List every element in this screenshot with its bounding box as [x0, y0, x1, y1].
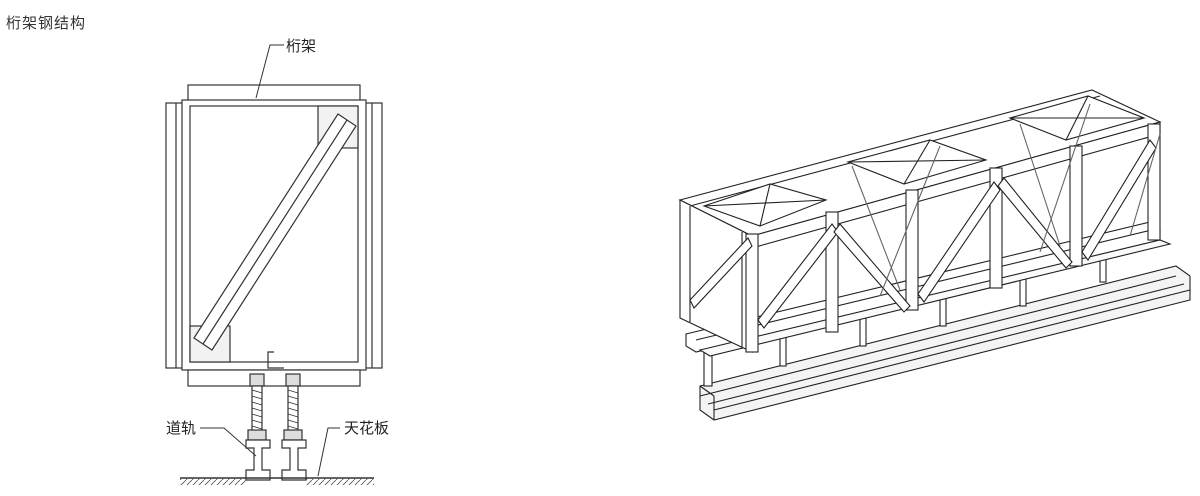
rail-profiles — [245, 439, 307, 481]
ceiling-hatch-right — [306, 478, 374, 485]
back-braces — [851, 103, 1161, 297]
truss-label: 桁架 — [286, 37, 316, 55]
rail-3d — [699, 265, 1191, 421]
rail-label: 道轨 — [166, 419, 196, 437]
rail-leader — [200, 427, 257, 457]
ceiling-label: 天花板 — [344, 419, 389, 437]
truss-leader — [255, 44, 284, 99]
right-side-panel — [363, 102, 383, 369]
diagonal-braces — [689, 139, 1157, 329]
truss-3d-view — [678, 89, 1191, 421]
diagram-title: 桁架钢结构 — [6, 14, 87, 32]
ceiling-leader — [317, 427, 340, 477]
truss-frame-inner — [189, 105, 359, 363]
ceiling-hatch-left — [180, 478, 246, 485]
bottom-cap-plate — [187, 369, 361, 387]
left-side-panel — [165, 102, 185, 369]
cross-section-view — [165, 44, 383, 481]
vertical-posts — [745, 123, 1161, 353]
top-cross-braces — [702, 95, 1146, 227]
bottom-channel — [267, 351, 284, 369]
hanger-rods — [247, 373, 303, 441]
